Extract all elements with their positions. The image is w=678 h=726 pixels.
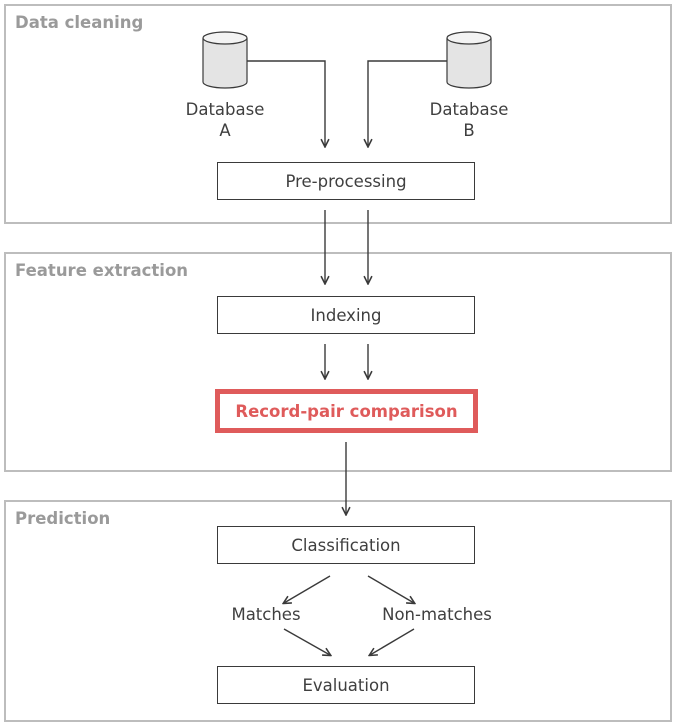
database-a-label: Database A xyxy=(145,99,305,141)
classification-box: Classification xyxy=(217,526,475,564)
arrow-non-matches-to-evaluation xyxy=(370,628,415,655)
evaluation-box: Evaluation xyxy=(217,666,475,704)
matches-label: Matches xyxy=(231,605,301,624)
non-matches-label: Non-matches xyxy=(382,605,492,624)
database-a-label-line2: A xyxy=(219,121,231,140)
section-feature-extraction: Feature extraction xyxy=(4,252,672,472)
database-b-icon xyxy=(446,31,492,89)
database-a-icon xyxy=(202,31,248,89)
database-b-label: Database B xyxy=(389,99,549,141)
indexing-box: Indexing xyxy=(217,296,475,334)
arrow-classification-to-non-matches xyxy=(367,575,414,603)
database-a-label-line1: Database xyxy=(185,100,265,119)
preprocessing-box: Pre-processing xyxy=(217,162,475,200)
section-title: Data cleaning xyxy=(15,13,144,32)
database-b-label-line2: B xyxy=(463,121,475,140)
arrow-classification-to-matches xyxy=(284,575,331,603)
section-title: Feature extraction xyxy=(15,261,189,280)
arrow-matches-to-evaluation xyxy=(283,628,330,655)
record-pair-comparison-box: Record-pair comparison xyxy=(215,389,478,433)
arrow-db-b-to-preprocessing xyxy=(368,60,447,146)
database-b-label-line1: Database xyxy=(429,100,509,119)
arrow-db-a-to-preprocessing xyxy=(247,60,325,146)
section-title: Prediction xyxy=(15,509,111,528)
